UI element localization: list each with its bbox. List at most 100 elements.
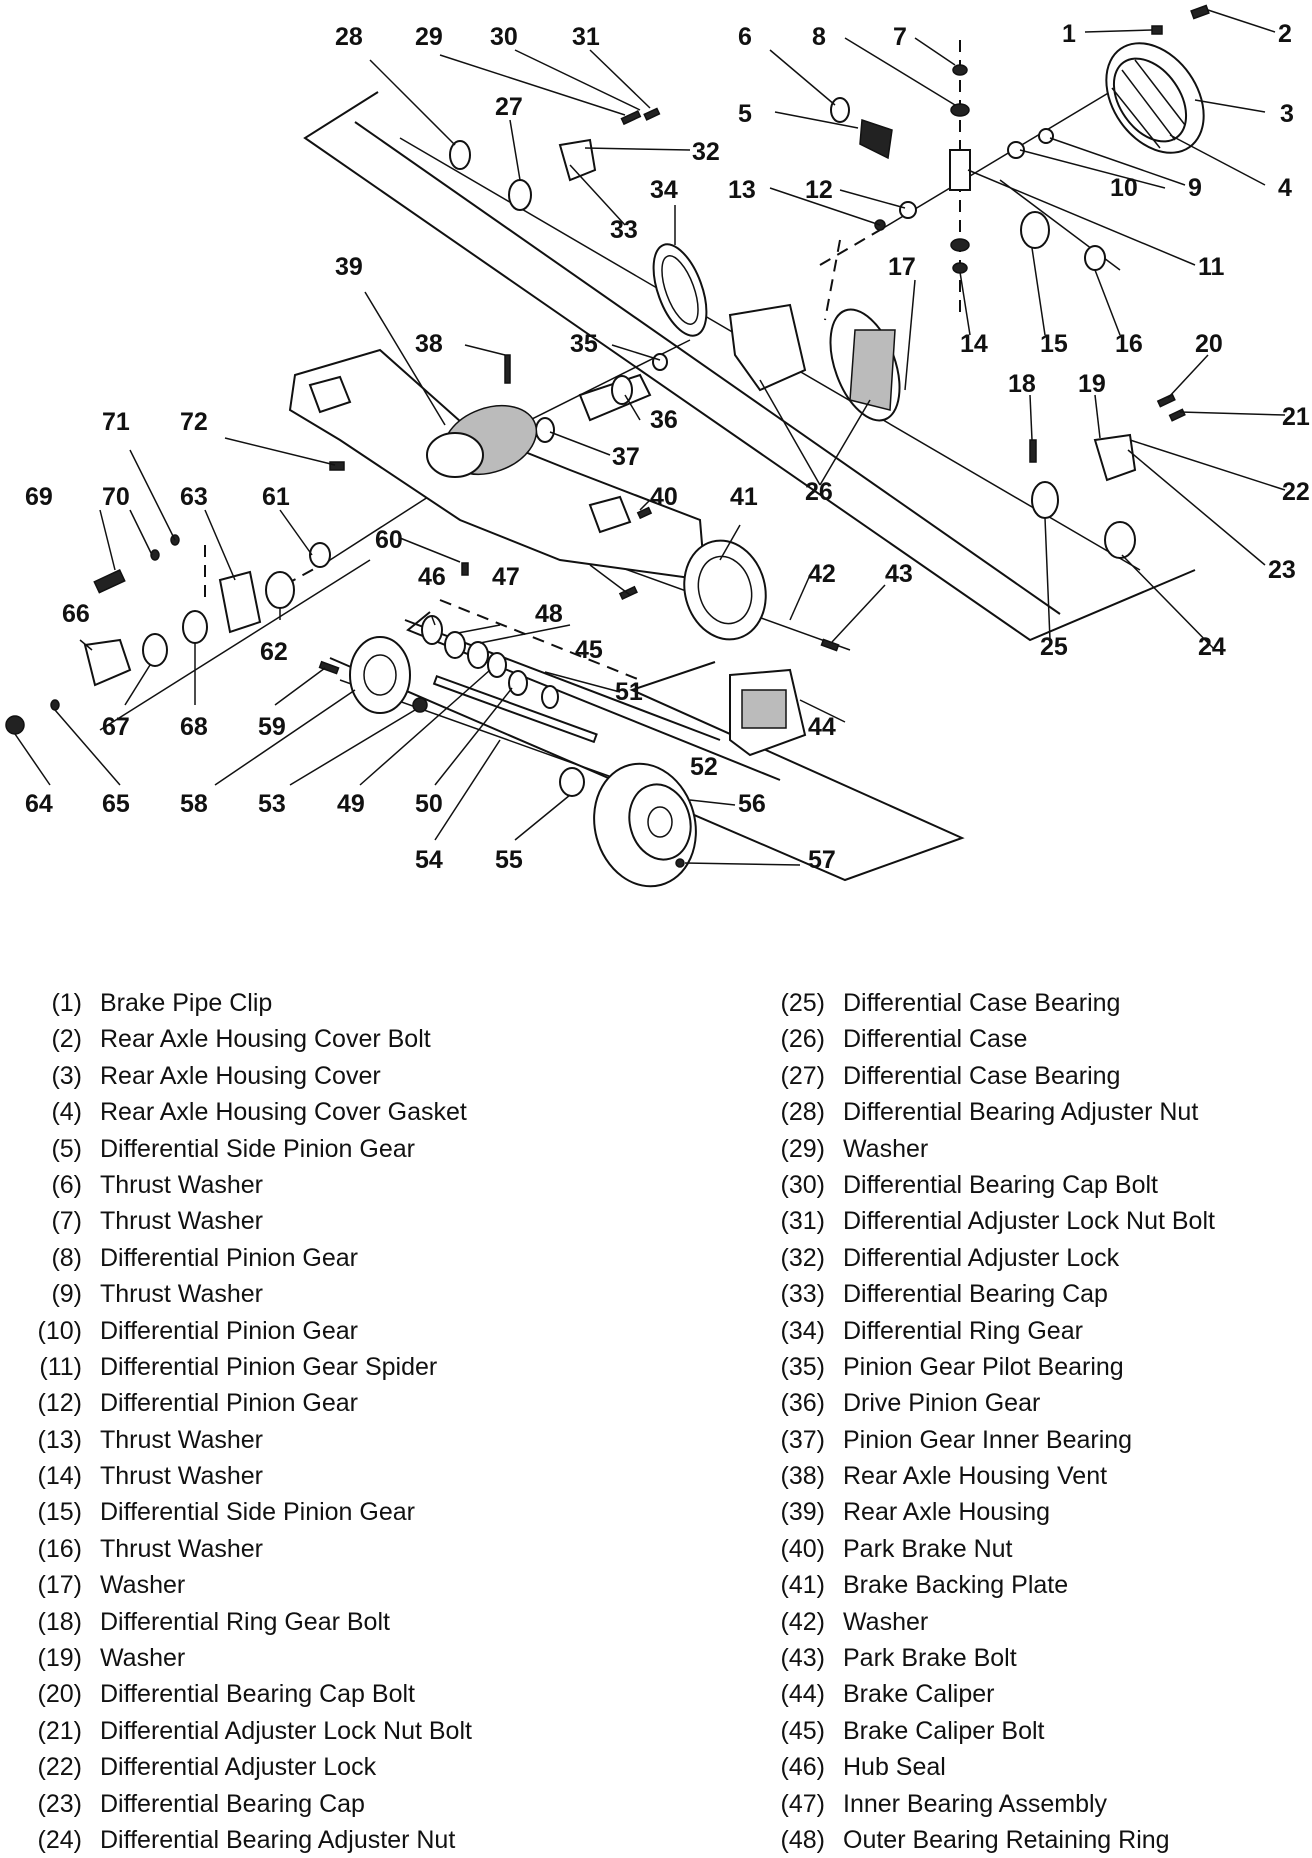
legend-item-name: Thrust Washer [100, 1280, 264, 1309]
callout-54: 54 [415, 846, 443, 874]
callout-72: 72 [180, 408, 208, 436]
legend-item-name: Washer [843, 1607, 929, 1636]
callout-68: 68 [180, 713, 208, 741]
legend-item: (39)Rear Axle Housing [765, 1494, 1312, 1530]
callout-61: 61 [262, 483, 290, 511]
legend-item-number: (41) [780, 1571, 825, 1600]
legend-item-name: Differential Ring Gear [843, 1316, 1083, 1345]
legend-item-number: (7) [51, 1207, 82, 1236]
legend-item-number: (17) [37, 1571, 82, 1600]
brake-rotor-icon [593, 762, 697, 888]
callout-62: 62 [260, 638, 288, 666]
legend-item: (43)Park Brake Bolt [765, 1640, 1312, 1676]
legend-item-name: Differential Adjuster Lock [100, 1753, 377, 1782]
legend-item-number: (10) [37, 1316, 82, 1345]
legend-item: (13)Thrust Washer [22, 1422, 672, 1458]
legend-item-name: Brake Caliper [843, 1680, 995, 1709]
legend-item: (18)Differential Ring Gear Bolt [22, 1604, 672, 1640]
legend-item-number: (28) [780, 1098, 825, 1127]
legend-item-name: Differential Pinion Gear Spider [100, 1352, 438, 1381]
callout-17: 17 [888, 253, 916, 281]
legend-item-name: Pinion Gear Pilot Bearing [843, 1352, 1124, 1381]
legend-item-number: (37) [780, 1425, 825, 1454]
callout-8: 8 [812, 23, 826, 51]
legend-item-name: Brake Caliper Bolt [843, 1716, 1045, 1745]
legend-item: (34) Differential Ring Gear [765, 1313, 1312, 1349]
callout-16: 16 [1115, 330, 1143, 358]
callout-18: 18 [1008, 370, 1036, 398]
legend-item-name: Differential Bearing Adjuster Nut [843, 1098, 1199, 1127]
legend-column-right: (25)Differential Case Bearing(26)Differe… [765, 985, 1312, 1858]
legend-item: (37)Pinion Gear Inner Bearing [765, 1422, 1312, 1458]
legend-item: (44)Brake Caliper [765, 1676, 1312, 1712]
callout-45: 45 [575, 636, 603, 664]
callout-50: 50 [415, 790, 443, 818]
legend-item-number: (9) [51, 1280, 82, 1309]
callout-49: 49 [337, 790, 365, 818]
callout-7: 7 [893, 23, 907, 51]
callout-40: 40 [650, 483, 678, 511]
legend-item-number: (30) [780, 1170, 825, 1199]
callout-2: 2 [1278, 20, 1292, 48]
legend-item-number: (22) [37, 1753, 82, 1782]
axis-lines [99, 40, 1141, 781]
legend-item-name: Thrust Washer [100, 1425, 264, 1454]
leader-lines [14, 9, 1286, 866]
parts-legend: (1)Brake Pipe Clip(2)Rear Axle Housing C… [0, 985, 1312, 1854]
callout-58: 58 [180, 790, 208, 818]
callout-27: 27 [495, 93, 523, 121]
legend-item: (6)Thrust Washer [22, 1167, 672, 1203]
legend-item-name: Differential Case [843, 1025, 1028, 1054]
legend-item-number: (36) [780, 1389, 825, 1418]
legend-item-name: Differential Pinion Gear [100, 1316, 359, 1345]
legend-item-number: (4) [51, 1098, 82, 1127]
callout-24: 24 [1198, 633, 1226, 661]
legend-item: (38)Rear Axle Housing Vent [765, 1458, 1312, 1494]
legend-item: (14)Thrust Washer [22, 1458, 672, 1494]
legend-item-number: (19) [37, 1644, 82, 1673]
legend-item-name: Differential Adjuster Lock Nut Bolt [100, 1716, 472, 1745]
legend-item-name: Differential Pinion Gear [100, 1243, 359, 1272]
callout-39: 39 [335, 253, 363, 281]
legend-item: (2)Rear Axle Housing Cover Bolt [22, 1021, 672, 1057]
legend-item: (1)Brake Pipe Clip [22, 985, 672, 1021]
legend-item-number: (25) [780, 989, 825, 1017]
legend-item-name: Differential Pinion Gear [100, 1389, 359, 1418]
legend-item-name: Washer [100, 1644, 186, 1673]
callout-29: 29 [415, 23, 443, 51]
legend-item-name: Drive Pinion Gear [843, 1389, 1041, 1418]
legend-item: (41) Brake Backing Plate [765, 1567, 1312, 1603]
legend-item: (28) Differential Bearing Adjuster Nut [765, 1094, 1312, 1130]
legend-item-name: Differential Bearing Cap Bolt [100, 1680, 415, 1709]
legend-item: (31)Differential Adjuster Lock Nut Bolt [765, 1203, 1312, 1239]
callout-15: 15 [1040, 330, 1068, 358]
legend-item-name: Differential Adjuster Lock [843, 1243, 1120, 1272]
callout-66: 66 [62, 600, 90, 628]
legend-item-name: Thrust Washer [100, 1534, 264, 1563]
legend-item-name: Park Brake Bolt [843, 1644, 1017, 1673]
callout-64: 64 [25, 790, 53, 818]
legend-item-number: (12) [37, 1389, 82, 1418]
legend-item: (23)Differential Bearing Cap [22, 1786, 672, 1822]
callout-52: 52 [690, 753, 718, 781]
legend-item: (20)Differential Bearing Cap Bolt [22, 1676, 672, 1712]
callout-labels: 1 2 3 4 5 6 7 8 9 10 11 12 13 14 15 16 1… [25, 20, 1310, 874]
callout-4: 4 [1278, 174, 1292, 202]
legend-item-name: Differential Bearing Cap [100, 1789, 365, 1818]
callout-6: 6 [738, 23, 752, 51]
callout-28: 28 [335, 23, 363, 51]
legend-item: (47)Inner Bearing Assembly [765, 1786, 1312, 1822]
legend-item-number: (40) [780, 1534, 825, 1563]
legend-item-name: Brake Backing Plate [843, 1571, 1069, 1600]
legend-item: (24)Differential Bearing Adjuster Nut [22, 1822, 672, 1858]
legend-item-number: (11) [39, 1352, 82, 1381]
callout-55: 55 [495, 846, 523, 874]
callout-10: 10 [1110, 174, 1138, 202]
legend-item-number: (45) [780, 1716, 825, 1745]
legend-item-number: (34) [780, 1316, 825, 1345]
legend-item-name: Thrust Washer [100, 1462, 264, 1491]
legend-item-number: (32) [780, 1243, 825, 1272]
callout-57: 57 [808, 846, 836, 874]
legend-item: (26)Differential Case [765, 1021, 1312, 1057]
callout-46: 46 [418, 563, 446, 591]
